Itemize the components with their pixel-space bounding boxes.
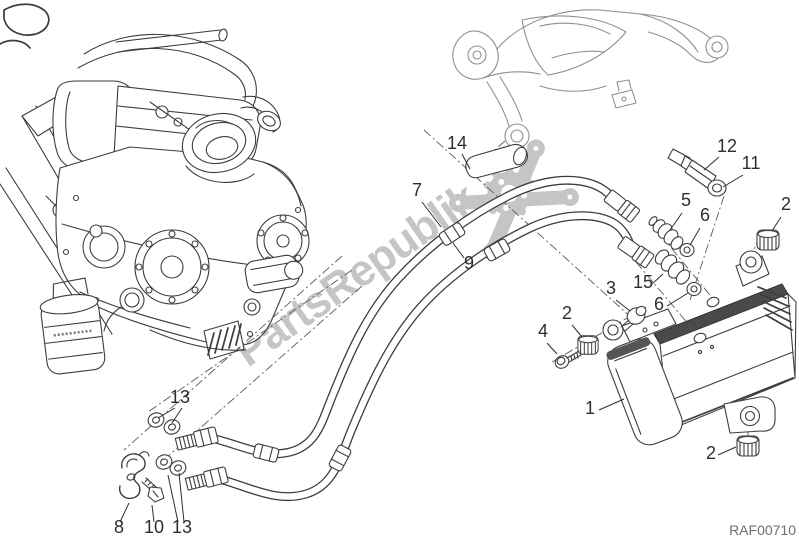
hose-collar	[438, 222, 466, 246]
callout-label: 13	[170, 387, 190, 407]
fitting-5	[648, 216, 684, 250]
hose-collar	[483, 238, 511, 262]
hose-fitting-engine-upper	[174, 426, 219, 451]
callout-leader	[461, 153, 471, 170]
fitting-15	[654, 249, 691, 285]
washer-11	[707, 179, 727, 197]
callout-leader	[452, 242, 465, 259]
callout-label: 8	[114, 517, 124, 537]
callout-leader	[722, 174, 744, 188]
oil-temp-sensor-12	[667, 148, 721, 194]
oil-hoses	[174, 175, 655, 502]
callout-label: 5	[681, 190, 691, 210]
washer-6b	[686, 281, 702, 297]
callout-label: 6	[700, 205, 710, 225]
callout-label: 14	[447, 133, 467, 153]
cooler-tank	[606, 337, 683, 446]
small-parts	[118, 143, 780, 503]
callout-label: 2	[706, 443, 716, 463]
callout-label: 4	[538, 321, 548, 341]
spacer-tube-14	[465, 143, 529, 179]
callout-leader	[178, 472, 185, 523]
washer-6a	[679, 242, 695, 258]
engine-drawing	[0, 3, 310, 375]
callout-label: 9	[464, 253, 474, 273]
grommet-2-top	[756, 229, 780, 251]
callout-label: 13	[172, 517, 192, 537]
callout-label: 10	[144, 517, 164, 537]
hose-fitting-engine-lower	[184, 466, 229, 491]
callout-label: 2	[562, 303, 572, 323]
hose-union-upper	[603, 189, 641, 223]
hose-collar	[328, 444, 352, 472]
callout-leader	[171, 407, 183, 424]
callout-leader	[167, 474, 179, 523]
callout-leader	[666, 292, 689, 307]
callout-leader	[651, 273, 664, 285]
callout-leader	[151, 504, 155, 523]
oil-cooler-drawing	[602, 250, 797, 446]
callout-label: 3	[606, 278, 616, 298]
washers-13-pair2	[155, 454, 187, 476]
callout-label: 1	[585, 398, 595, 418]
callout-leader	[546, 342, 558, 355]
callout-leader	[669, 212, 683, 231]
callout-leader	[771, 216, 782, 232]
callout-leader	[703, 156, 720, 171]
callout-label: 6	[654, 294, 664, 314]
oil-filter	[39, 277, 106, 375]
callout-leader	[689, 227, 701, 246]
hose-collar	[252, 443, 280, 463]
callout-label: 12	[717, 136, 737, 156]
callout-leader	[571, 324, 583, 338]
callout-leader	[598, 398, 625, 411]
callout-leader	[421, 201, 442, 228]
callout-label: 7	[412, 180, 422, 200]
callout-label: 15	[633, 272, 653, 292]
hose-union-lower	[617, 236, 655, 269]
bolt-3	[620, 305, 647, 332]
grommet-2-mid	[577, 335, 599, 355]
part-code: RAF00710	[729, 522, 796, 538]
callout-leader	[157, 407, 176, 419]
frame-bracket-drawing	[452, 9, 729, 149]
grommet-2-bottom	[736, 435, 760, 457]
callout-label: 2	[781, 194, 791, 214]
callout-leader	[119, 502, 130, 523]
bolt-10	[141, 477, 165, 503]
bolt-4	[554, 350, 582, 369]
callout-leader	[717, 446, 737, 456]
clip-8	[118, 451, 150, 500]
callout-label: 11	[742, 153, 761, 173]
callout-leader	[615, 299, 631, 312]
